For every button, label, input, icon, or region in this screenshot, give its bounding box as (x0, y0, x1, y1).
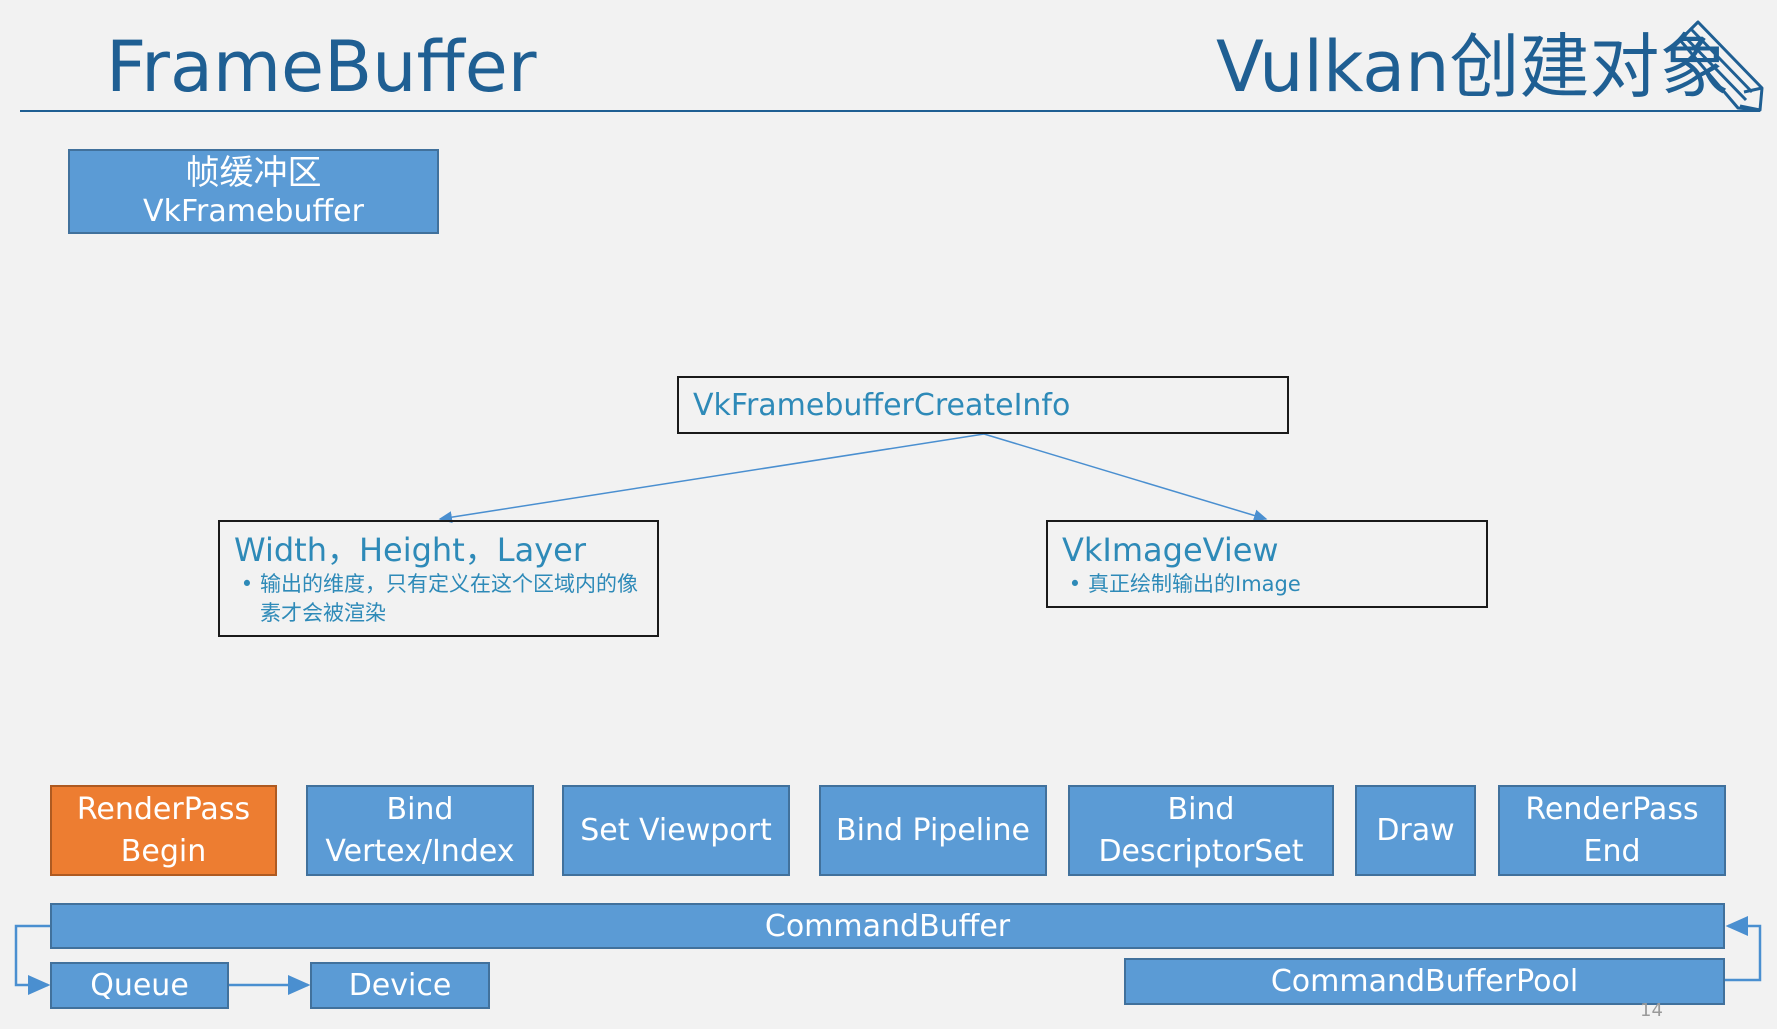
imageview-heading: VkImageView (1062, 531, 1279, 569)
bullet-icon: • (1068, 572, 1082, 596)
dimensions-bullet: • 输出的维度，只有定义在这个区域内的像素才会被渲染 (234, 570, 643, 628)
step-label: End (1583, 833, 1641, 869)
step-draw: Draw (1355, 785, 1476, 876)
framebuffer-cn-label: 帧缓冲区 (185, 152, 322, 193)
connector-commandbuffer-to-queue (14, 924, 51, 995)
connector-pool-to-commandbuffer (1725, 916, 1762, 982)
bullet-icon: • (240, 572, 254, 596)
title-divider (20, 110, 1760, 112)
step-label: Bind (386, 791, 454, 827)
framebuffer-box: 帧缓冲区 VkFramebuffer (68, 149, 439, 234)
create-info-label: VkFramebufferCreateInfo (693, 387, 1071, 423)
slide-title: FrameBuffer (106, 26, 537, 108)
section-title: Vulkan创建对象 (1216, 26, 1730, 108)
connector-to-imageview (983, 433, 1268, 522)
step-bind-vertex-index: Bind Vertex/Index (306, 785, 534, 876)
queue-label: Queue (90, 968, 189, 1003)
step-renderpass-begin: RenderPass Begin (50, 785, 277, 876)
step-label: Bind (1167, 791, 1235, 827)
command-buffer-pool-box: CommandBufferPool (1124, 958, 1725, 1005)
step-renderpass-end: RenderPass End (1498, 785, 1726, 876)
step-label: Draw (1376, 812, 1455, 848)
imageview-box: VkImageView • 真正绘制输出的Image (1046, 520, 1488, 608)
step-label: Begin (120, 833, 207, 869)
device-box: Device (310, 962, 490, 1009)
create-info-box: VkFramebufferCreateInfo (677, 376, 1289, 434)
device-label: Device (348, 968, 452, 1003)
imageview-bullet-text: 真正绘制输出的Image (1088, 572, 1301, 596)
step-label: DescriptorSet (1098, 833, 1304, 869)
queue-box: Queue (50, 962, 229, 1009)
connector-to-dimensions (438, 433, 985, 524)
pencil-icon (1678, 20, 1764, 112)
dimensions-box: Width，Height，Layer • 输出的维度，只有定义在这个区域内的像素… (218, 520, 659, 637)
dimensions-heading: Width，Height，Layer (234, 531, 586, 569)
step-label: RenderPass (76, 791, 251, 827)
step-bind-descriptorset: Bind DescriptorSet (1068, 785, 1334, 876)
step-label: Bind Pipeline (836, 812, 1030, 848)
page-number: 14 (1640, 1000, 1663, 1021)
imageview-bullet: • 真正绘制输出的Image (1062, 570, 1472, 599)
step-label: Set Viewport (580, 812, 772, 848)
step-label: RenderPass (1525, 791, 1699, 827)
command-buffer-bar: CommandBuffer (50, 903, 1725, 949)
command-buffer-label: CommandBuffer (764, 908, 1011, 944)
dimensions-bullet-text: 输出的维度，只有定义在这个区域内的像素才会被渲染 (260, 572, 638, 625)
step-set-viewport: Set Viewport (562, 785, 790, 876)
command-buffer-pool-label: CommandBufferPool (1270, 964, 1579, 999)
step-bind-pipeline: Bind Pipeline (819, 785, 1047, 876)
step-label: Vertex/Index (325, 833, 515, 869)
framebuffer-en-label: VkFramebuffer (143, 193, 364, 229)
